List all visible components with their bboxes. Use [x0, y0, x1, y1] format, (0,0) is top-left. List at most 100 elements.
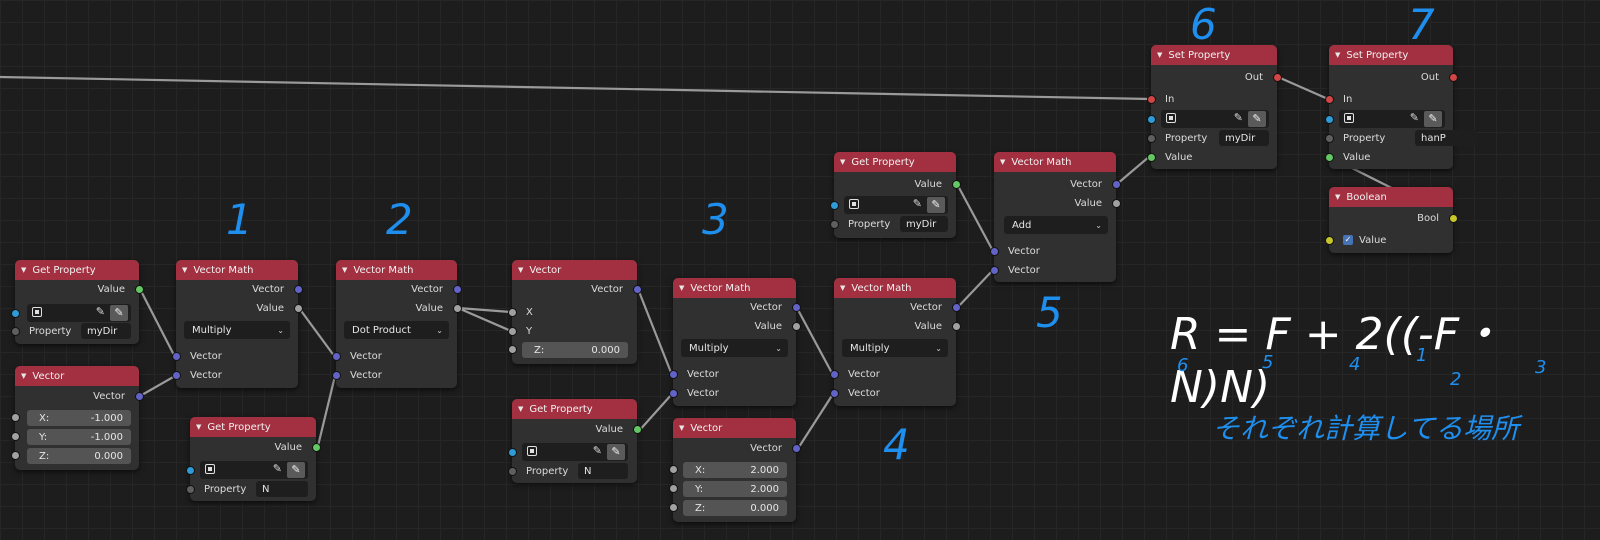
node-header[interactable]: ▼Vector Math — [336, 260, 457, 280]
socket[interactable] — [1146, 114, 1156, 124]
operation-dropdown[interactable]: Dot Product⌄ — [344, 321, 449, 339]
node-header[interactable]: ▼Vector — [15, 366, 139, 386]
socket[interactable] — [668, 369, 678, 379]
node-header[interactable]: ▼Vector — [512, 260, 637, 280]
eyedropper-icon[interactable]: ✎ — [272, 462, 282, 475]
triangle-down-icon[interactable]: ▼ — [182, 266, 188, 274]
socket[interactable] — [632, 284, 642, 294]
set-property-node-2[interactable]: ▼Set Property Out In ✎ ✎ Property hanP V… — [1324, 45, 1477, 169]
socket[interactable] — [507, 344, 517, 354]
triangle-down-icon[interactable]: ▼ — [21, 372, 27, 380]
node-header[interactable]: ▼Get Property — [834, 152, 956, 172]
triangle-down-icon[interactable]: ▼ — [840, 284, 846, 292]
socket[interactable] — [668, 483, 678, 493]
checkmark-icon[interactable]: ✓ — [1343, 235, 1353, 245]
socket[interactable] — [507, 466, 517, 476]
eyedropper-icon[interactable]: ✎ — [912, 197, 922, 210]
eyedropper-button[interactable]: ✎ — [110, 305, 128, 321]
socket[interactable] — [829, 369, 839, 379]
socket[interactable] — [1272, 72, 1282, 82]
socket[interactable] — [10, 450, 20, 460]
triangle-down-icon[interactable]: ▼ — [518, 405, 524, 413]
object-picker[interactable]: ✎ ✎ — [1339, 110, 1445, 128]
node-header[interactable]: ▼Vector Math — [834, 278, 956, 298]
node-header[interactable]: ▼Vector Math — [994, 152, 1116, 172]
socket[interactable] — [452, 303, 462, 313]
eyedropper-button[interactable]: ✎ — [1424, 111, 1442, 127]
socket[interactable] — [134, 284, 144, 294]
eyedropper-icon[interactable]: ✎ — [592, 444, 602, 457]
node-header[interactable]: ▼Get Property — [15, 260, 139, 280]
socket[interactable] — [791, 302, 801, 312]
socket[interactable] — [829, 200, 839, 210]
vector-math-node-5[interactable]: ▼Vector Math Vector Value Add⌄ Vector Ve… — [989, 152, 1121, 282]
vector-math-node-2[interactable]: ▼Vector Math Vector Value Dot Product⌄ V… — [331, 260, 462, 388]
socket[interactable] — [293, 284, 303, 294]
z-field[interactable]: Z:0.000 — [27, 448, 131, 464]
socket[interactable] — [989, 246, 999, 256]
x-field[interactable]: X:-1.000 — [27, 410, 131, 426]
socket[interactable] — [1324, 152, 1334, 162]
eyedropper-icon[interactable]: ✎ — [1409, 111, 1419, 124]
node-header[interactable]: ▼Get Property — [190, 417, 316, 437]
vector-node-3[interactable]: ▼Vector Vector X:2.000 Y:2.000 Z:0.000 — [668, 418, 801, 522]
operation-dropdown[interactable]: Multiply⌄ — [681, 339, 788, 357]
socket[interactable] — [507, 326, 517, 336]
socket[interactable] — [185, 465, 195, 475]
eyedropper-icon[interactable]: ✎ — [95, 305, 105, 318]
object-picker[interactable]: ✎ ✎ — [844, 196, 948, 214]
object-picker[interactable]: ✎ ✎ — [522, 443, 628, 461]
get-property-node-3[interactable]: ▼Get Property Value ✎ ✎ Property N — [507, 399, 642, 483]
socket[interactable] — [791, 443, 801, 453]
node-header[interactable]: ▼Vector Math — [673, 278, 796, 298]
socket[interactable] — [951, 179, 961, 189]
socket[interactable] — [668, 464, 678, 474]
node-header[interactable]: ▼Set Property — [1329, 45, 1453, 65]
property-field[interactable]: myDir — [900, 216, 948, 232]
socket[interactable] — [1324, 235, 1334, 245]
socket[interactable] — [507, 447, 517, 457]
socket[interactable] — [171, 370, 181, 380]
operation-dropdown[interactable]: Multiply⌄ — [842, 339, 948, 357]
vector-math-node-4[interactable]: ▼Vector Math Vector Value Multiply⌄ Vect… — [829, 278, 961, 406]
vector-math-node-1[interactable]: ▼Vector Math Vector Value Multiply⌄ Vect… — [171, 260, 303, 388]
socket[interactable] — [10, 326, 20, 336]
triangle-down-icon[interactable]: ▼ — [21, 266, 27, 274]
z-field[interactable]: Z:0.000 — [522, 342, 628, 358]
property-field[interactable]: N — [256, 481, 308, 497]
socket[interactable] — [134, 391, 144, 401]
triangle-down-icon[interactable]: ▼ — [679, 424, 685, 432]
socket[interactable] — [668, 388, 678, 398]
object-picker[interactable]: ✎ ✎ — [1161, 110, 1269, 128]
eyedropper-button[interactable]: ✎ — [1248, 111, 1266, 127]
socket[interactable] — [1324, 114, 1334, 124]
eyedropper-icon[interactable]: ✎ — [1233, 111, 1243, 124]
y-field[interactable]: Y:-1.000 — [27, 429, 131, 445]
socket[interactable] — [1324, 133, 1334, 143]
node-header[interactable]: ▼Get Property — [512, 399, 637, 419]
socket[interactable] — [331, 370, 341, 380]
socket[interactable] — [1146, 94, 1156, 104]
property-field[interactable]: myDir — [1219, 130, 1269, 146]
socket[interactable] — [668, 502, 678, 512]
triangle-down-icon[interactable]: ▼ — [1335, 51, 1341, 59]
socket[interactable] — [185, 484, 195, 494]
socket[interactable] — [951, 302, 961, 312]
eyedropper-button[interactable]: ✎ — [287, 462, 305, 478]
socket[interactable] — [1448, 213, 1458, 223]
boolean-node[interactable]: ▼Boolean Bool ✓ Value — [1324, 187, 1458, 253]
socket[interactable] — [10, 431, 20, 441]
socket[interactable] — [1146, 133, 1156, 143]
property-field[interactable]: myDir — [81, 323, 131, 339]
node-header[interactable]: ▼Boolean — [1329, 187, 1453, 207]
triangle-down-icon[interactable]: ▼ — [518, 266, 524, 274]
socket[interactable] — [1111, 179, 1121, 189]
get-property-node-2[interactable]: ▼Get Property Value ✎ ✎ Property N — [185, 417, 321, 501]
triangle-down-icon[interactable]: ▼ — [1000, 158, 1006, 166]
socket[interactable] — [1111, 198, 1121, 208]
y-field[interactable]: Y:2.000 — [683, 481, 787, 497]
vector-node-2[interactable]: ▼Vector Vector X Y Z:0.000 — [507, 260, 642, 364]
node-header[interactable]: ▼Vector Math — [176, 260, 298, 280]
vector-math-node-3[interactable]: ▼Vector Math Vector Value Multiply⌄ Vect… — [668, 278, 801, 406]
object-picker[interactable]: ✎ ✎ — [200, 461, 308, 479]
